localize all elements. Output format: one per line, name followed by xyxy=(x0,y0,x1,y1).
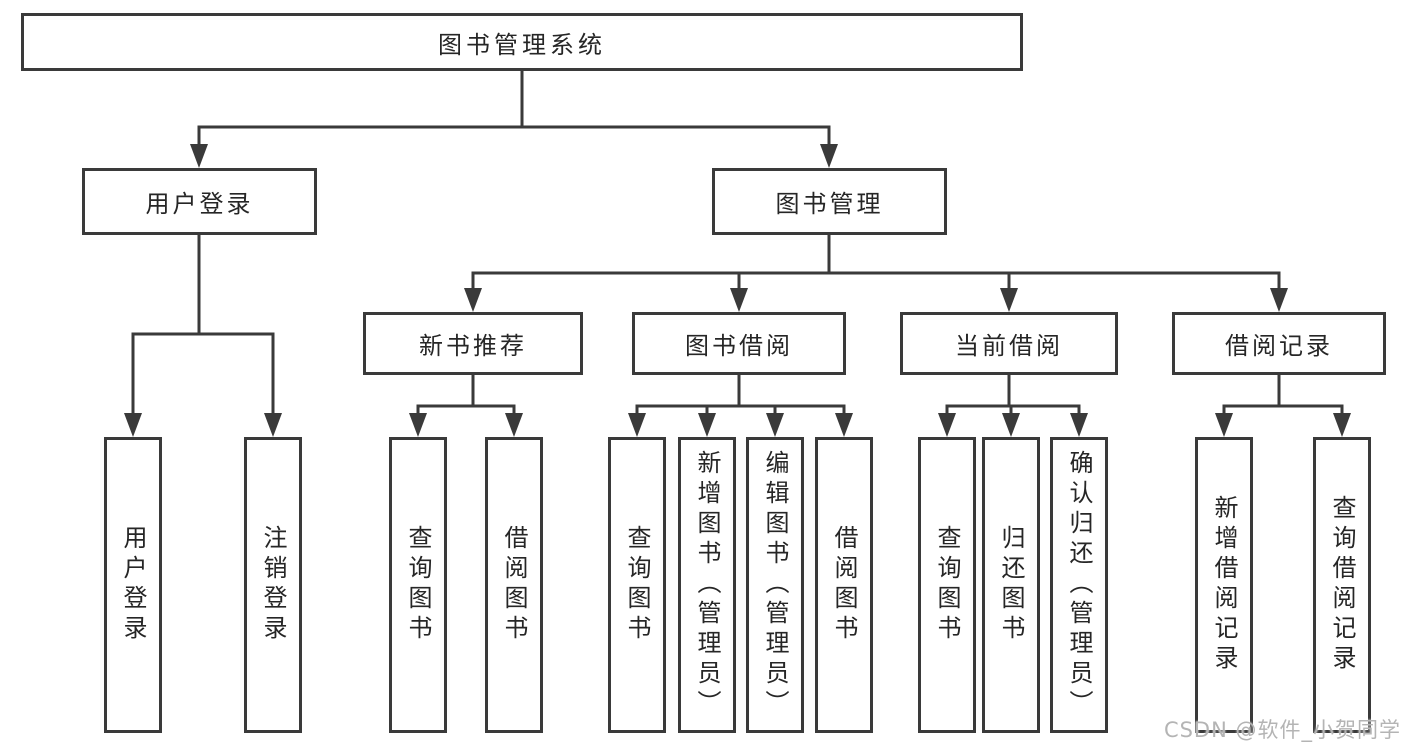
node-new-book-recommend: 新书推荐 xyxy=(363,312,583,375)
watermark: CSDN @软件_小贺同学 xyxy=(1163,718,1401,742)
connector-book-borrow-to-children xyxy=(628,375,853,437)
node-borrow-books: 借阅图书 xyxy=(815,437,873,733)
node-query-books-borrow: 查询图书 xyxy=(608,437,666,733)
node-label: 查询借阅记录 xyxy=(1328,495,1356,675)
node-logout: 注销登录 xyxy=(244,437,302,733)
node-label: 新增图书（管理员） xyxy=(693,450,721,720)
node-label: 查询图书 xyxy=(404,525,432,645)
connector-new-book-to-children xyxy=(409,375,523,437)
node-edit-book-admin: 编辑图书（管理员） xyxy=(746,437,804,733)
connector-book-management-to-level3 xyxy=(464,235,1288,312)
node-user-login: 用户登录 xyxy=(104,437,162,733)
node-label: 查询图书 xyxy=(623,525,651,645)
node-add-book-admin: 新增图书（管理员） xyxy=(678,437,736,733)
node-label: 借阅图书 xyxy=(500,525,528,645)
node-book-management: 图书管理 xyxy=(712,168,947,235)
node-label: 用户登录 xyxy=(119,525,147,645)
node-label: 借阅记录 xyxy=(1225,332,1333,360)
connector-borrow-records-to-children xyxy=(1215,375,1351,437)
node-query-books-current: 查询图书 xyxy=(918,437,976,733)
connector-user-login-to-children xyxy=(124,235,282,437)
node-label: 查询图书 xyxy=(933,525,961,645)
connector-root-to-level2 xyxy=(190,71,838,168)
node-label: 新增借阅记录 xyxy=(1210,495,1238,675)
node-book-borrow: 图书借阅 xyxy=(632,312,846,375)
node-label: 编辑图书（管理员） xyxy=(761,450,789,720)
node-query-borrow-record: 查询借阅记录 xyxy=(1313,437,1371,733)
node-label: 图书管理系统 xyxy=(438,30,606,59)
node-label: 确认归还（管理员） xyxy=(1065,450,1093,720)
node-label: 用户登录 xyxy=(145,190,254,218)
node-borrow-records: 借阅记录 xyxy=(1172,312,1386,375)
node-query-books-recommend: 查询图书 xyxy=(389,437,447,733)
node-current-borrow: 当前借阅 xyxy=(900,312,1118,375)
node-add-borrow-record: 新增借阅记录 xyxy=(1195,437,1253,733)
node-user-login-group: 用户登录 xyxy=(82,168,317,235)
node-confirm-return-admin: 确认归还（管理员） xyxy=(1050,437,1108,733)
node-label: 图书管理 xyxy=(775,190,884,218)
node-return-books: 归还图书 xyxy=(982,437,1040,733)
node-label: 归还图书 xyxy=(997,525,1025,645)
node-label: 新书推荐 xyxy=(419,332,527,360)
node-borrow-books-recommend: 借阅图书 xyxy=(485,437,543,733)
node-label: 借阅图书 xyxy=(830,525,858,645)
connector-current-borrow-to-children xyxy=(938,375,1088,437)
node-library-management-system: 图书管理系统 xyxy=(21,13,1023,71)
node-label: 当前借阅 xyxy=(955,332,1063,360)
node-label: 注销登录 xyxy=(259,525,287,645)
node-label: 图书借阅 xyxy=(685,332,793,360)
